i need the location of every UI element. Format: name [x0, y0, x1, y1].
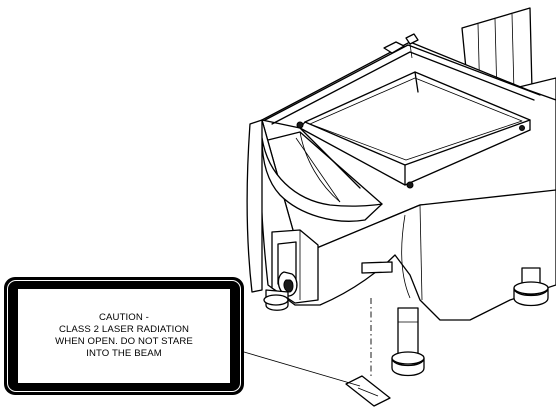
legs [263, 267, 549, 377]
front-chute [261, 131, 383, 222]
caution-label: CAUTION - CLASS 2 LASER RADIATION WHEN O… [4, 277, 244, 395]
laser-beam [345, 298, 391, 407]
left-side-panel [246, 119, 263, 293]
caution-line-3: WHEN OPEN. DO NOT STARE [55, 336, 193, 347]
caution-line-4: INTO THE BEAM [86, 348, 162, 359]
dispensing-gate [271, 229, 319, 304]
caution-line-1: CAUTION - [99, 312, 149, 323]
weigh-tray [296, 71, 531, 189]
leader-line [243, 351, 361, 387]
caution-label-text-area: CAUTION - CLASS 2 LASER RADIATION WHEN O… [18, 289, 230, 383]
hopper-rim [261, 33, 541, 189]
caution-line-2: CLASS 2 LASER RADIATION [58, 324, 190, 335]
